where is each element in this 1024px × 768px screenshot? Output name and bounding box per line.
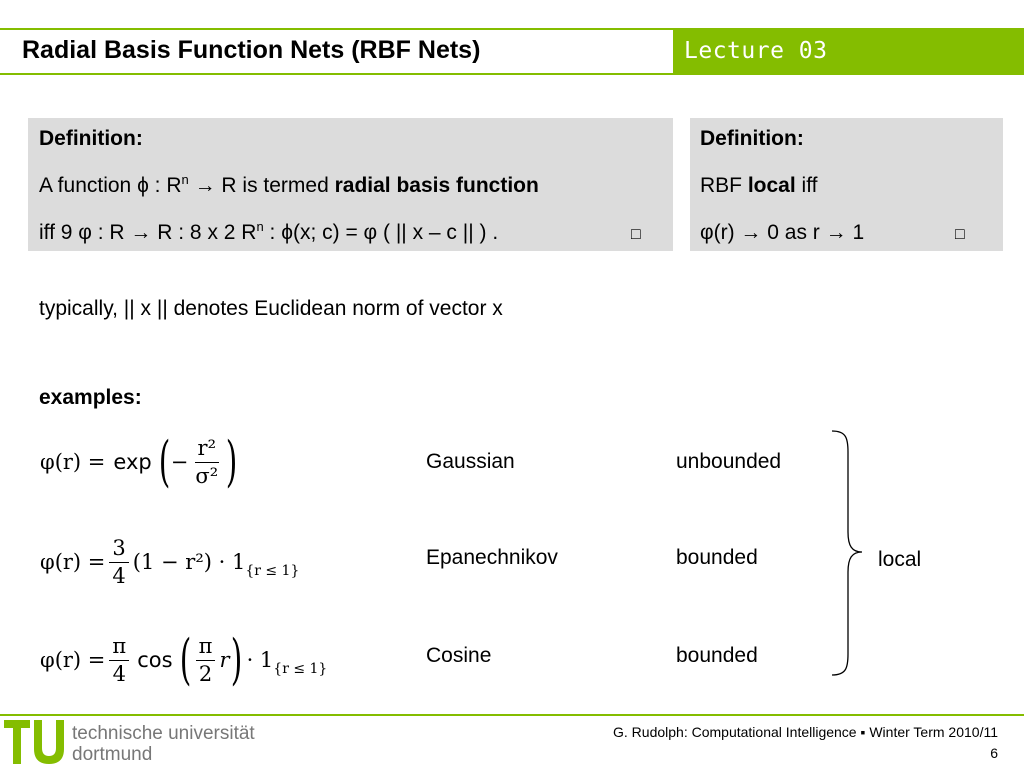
definition-box-local — [690, 118, 1003, 251]
formula-epanechnikov: φ(r) = 3 4 (1 − r²) · 1 {r ≤ 1} — [40, 536, 300, 588]
example-boundedness: bounded — [676, 546, 758, 569]
fraction: π 2 — [195, 635, 216, 685]
definition-line-1: A function ϕ : Rn → R is termed radial b… — [39, 172, 539, 197]
example-boundedness: unbounded — [676, 450, 782, 473]
qed-symbol: □ — [955, 226, 965, 243]
tu-logo — [4, 720, 64, 764]
definition-line-2: φ(r) → 0 as r → 1 — [700, 221, 865, 244]
lecture-badge — [673, 29, 1024, 74]
norm-note: typically, || x || denotes Euclidean nor… — [39, 297, 503, 320]
formula-gaussian: φ(r) = exp ( − r² σ² ) — [40, 430, 238, 493]
examples-heading: examples: — [39, 386, 142, 409]
fraction: 3 4 — [109, 537, 129, 587]
page-number: 6 — [990, 745, 998, 761]
header-top-rule — [0, 28, 1024, 30]
header-bottom-rule — [0, 73, 1024, 75]
brace-label-local: local — [878, 548, 922, 571]
definition-line-2: iff 9 φ : R → R : 8 x 2 Rn : ϕ(x; c) = φ… — [39, 219, 499, 244]
term-local: local — [747, 174, 796, 197]
footer-rule — [0, 714, 1024, 716]
qed-symbol: □ — [631, 226, 641, 243]
footer-credit: G. Rudolph: Computational Intelligence ▪… — [613, 722, 998, 764]
example-name: Cosine — [426, 644, 492, 667]
curly-brace — [831, 430, 863, 676]
university-name: technische universität dortmund — [72, 723, 255, 765]
example-boundedness: bounded — [676, 644, 758, 667]
definition-heading: Definition: — [39, 127, 143, 150]
example-name: Gaussian — [426, 450, 515, 473]
formula-cosine: φ(r) = π 4 cos ( π 2 r ) · 1 {r ≤ 1} — [40, 628, 328, 691]
fraction: r² σ² — [194, 436, 220, 488]
definition-heading: Definition: — [700, 127, 804, 150]
definition-line-1: RBF local iff — [700, 174, 818, 197]
slide-title: Radial Basis Function Nets (RBF Nets) — [22, 36, 481, 64]
definition-box-rbf — [28, 118, 673, 251]
lecture-badge-label: Lecture 03 — [684, 38, 828, 64]
example-name: Epanechnikov — [426, 546, 558, 569]
term-radial-basis-function: radial basis function — [334, 174, 539, 197]
fraction: π 4 — [109, 635, 130, 685]
